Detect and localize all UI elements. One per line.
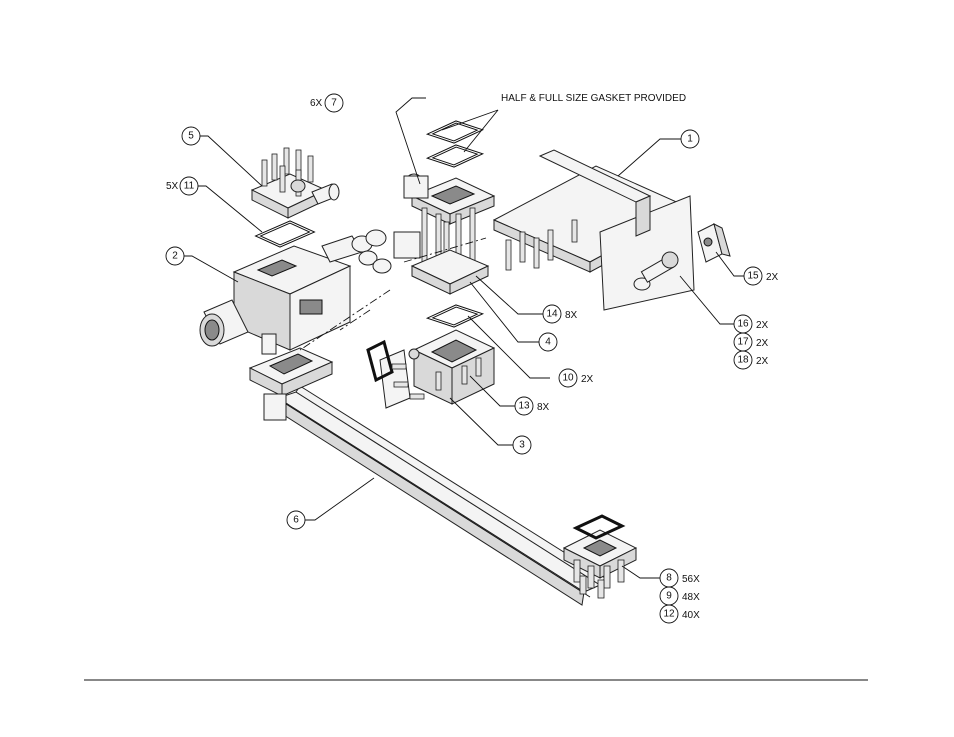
nut-block-part-15	[697, 223, 731, 263]
callout-10-qty: 2X	[581, 374, 594, 385]
callout-12: 12 40X	[659, 604, 700, 624]
callout-18: 18 2X	[733, 350, 769, 370]
waveguide-section-part-6	[275, 385, 606, 606]
mounting-bracket-part-1	[492, 149, 695, 311]
callout-12-qty: 40X	[682, 610, 700, 621]
callout-3-number: 3	[519, 440, 525, 451]
callout-9: 9 48X	[659, 586, 700, 606]
callout-16-number: 16	[737, 319, 749, 330]
callout-18-qty: 2X	[756, 356, 769, 367]
callout-11-number: 11	[184, 181, 195, 192]
callout-2: 2	[165, 246, 185, 266]
callout-11-qty: 5X	[166, 181, 179, 192]
callout-7-number: 7	[331, 98, 337, 109]
callout-2-number: 2	[172, 251, 178, 262]
callout-7: 6X 7	[310, 93, 344, 113]
gasket-note: HALF & FULL SIZE GASKET PROVIDED	[501, 93, 686, 104]
switch-housing-part-2	[199, 229, 392, 355]
callout-10: 10 2X	[558, 368, 594, 388]
callout-12-number: 12	[663, 609, 675, 620]
callout-13-qty: 8X	[537, 402, 550, 413]
callout-14-number: 14	[546, 309, 558, 320]
callout-4-number: 4	[545, 337, 551, 348]
callout-9-qty: 48X	[682, 592, 700, 603]
callout-15-qty: 2X	[766, 272, 779, 283]
callout-17-qty: 2X	[756, 338, 769, 349]
callout-16-qty: 2X	[756, 320, 769, 331]
callout-15: 15 2X	[743, 266, 779, 286]
callout-13-number: 13	[518, 401, 530, 412]
gasket-part-10	[425, 304, 485, 328]
coupler-block-part-5	[250, 147, 340, 219]
callout-14-qty: 8X	[565, 310, 578, 321]
callout-9-number: 9	[666, 591, 672, 602]
callout-7-qty: 6X	[310, 98, 323, 109]
callout-6-number: 6	[293, 515, 299, 526]
callout-leaders	[184, 97, 744, 579]
waveguide-elbow-part-3	[366, 329, 496, 409]
callout-17: 17 2X	[733, 332, 769, 352]
waveguide-flange-right	[562, 514, 638, 599]
callout-15-number: 15	[747, 271, 759, 282]
callout-11: 5X 11	[166, 176, 199, 196]
callout-5: 5	[181, 126, 201, 146]
gasket-part-11	[254, 220, 316, 248]
callout-10-number: 10	[562, 373, 574, 384]
callout-14: 14 8X	[542, 304, 578, 324]
callout-6: 6	[286, 510, 306, 530]
callout-8: 8 56X	[659, 568, 700, 588]
callout-8-qty: 56X	[682, 574, 700, 585]
flange-stack-upper	[393, 173, 496, 295]
callout-18-number: 18	[737, 355, 749, 366]
callout-8-number: 8	[666, 573, 672, 584]
callout-17-number: 17	[737, 337, 749, 348]
callout-3: 3	[512, 435, 532, 455]
callout-16: 16 2X	[733, 314, 769, 334]
gasket-set-part-7	[425, 120, 485, 168]
alignment-lines	[299, 237, 487, 351]
callout-4: 4	[538, 332, 558, 352]
callout-13: 13 8X	[514, 396, 550, 416]
callout-1: 1	[680, 129, 700, 149]
waveguide-flange-left	[248, 347, 334, 421]
callout-5-number: 5	[188, 131, 194, 142]
callout-1-number: 1	[687, 134, 693, 145]
